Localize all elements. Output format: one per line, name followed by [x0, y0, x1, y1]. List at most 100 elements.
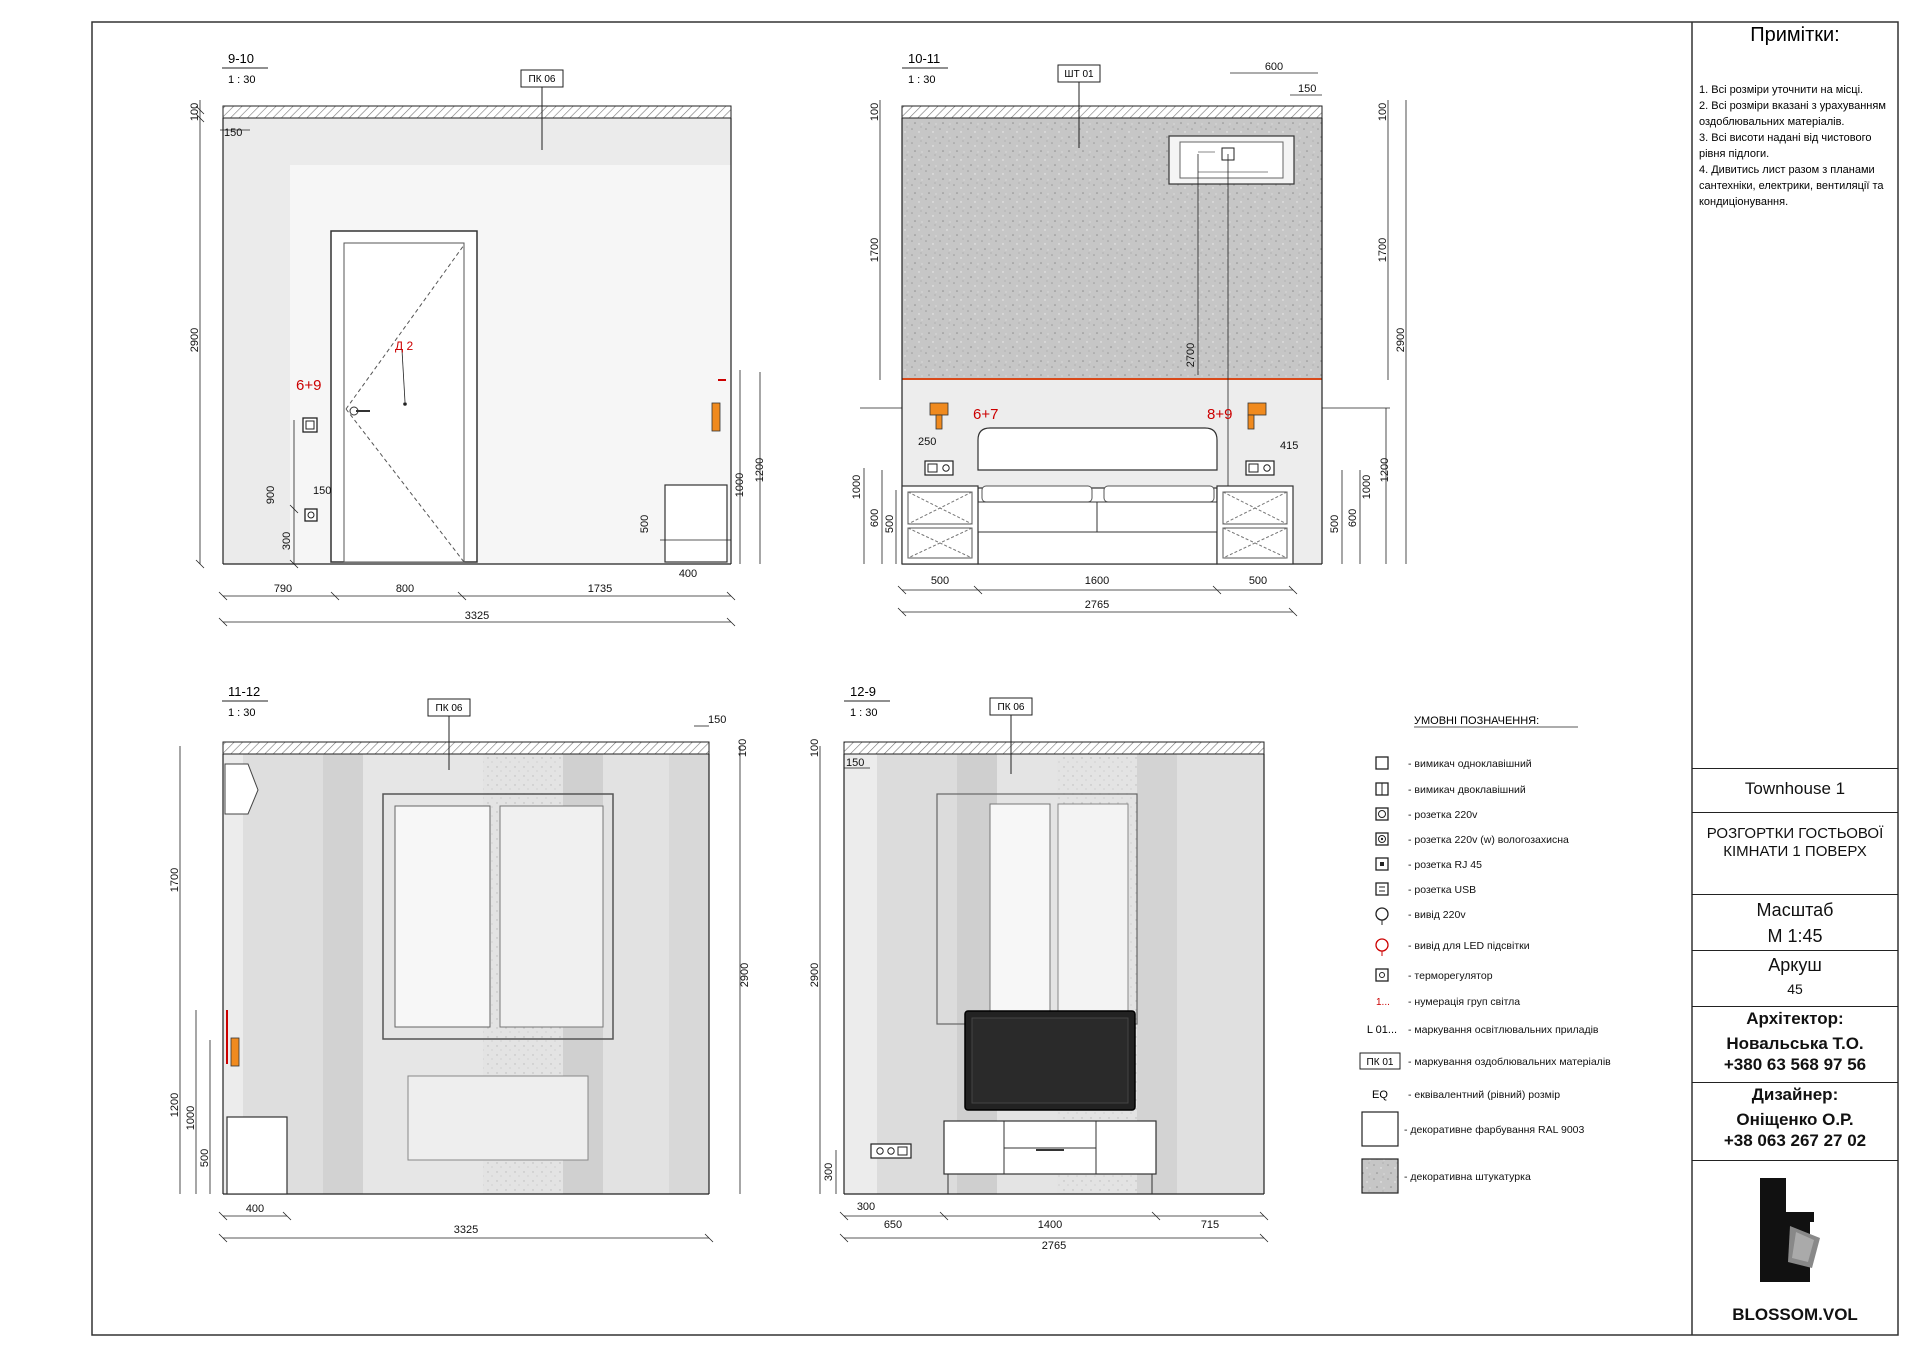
- svg-text:EQ: EQ: [1372, 1089, 1388, 1101]
- legend-title: УМОВНІ ПОЗНАЧЕННЯ:: [1414, 715, 1539, 727]
- legend-item: - терморегулятор: [1375, 968, 1493, 982]
- dimension-labels: 100 150 2900 300 300 650 1400 715 2765: [809, 739, 1219, 1252]
- curtain-panel: [323, 754, 363, 1194]
- thermostat-icon: [1375, 968, 1389, 982]
- svg-text:1700: 1700: [869, 238, 881, 262]
- svg-text:900: 900: [265, 486, 277, 504]
- elevation-scale: 1 : 30: [228, 74, 256, 86]
- svg-text:ПК 01: ПК 01: [1367, 1057, 1394, 1068]
- project-name-cell: Townhouse 1: [1692, 768, 1898, 812]
- scale-label: Масштаб: [1756, 900, 1834, 920]
- svg-text:600: 600: [1347, 509, 1359, 527]
- architect-label: Архітектор:: [1746, 1009, 1844, 1028]
- tv: [964, 1010, 1136, 1111]
- notes-title: Примітки:: [1750, 24, 1840, 46]
- socket-rj45-icon: [1375, 857, 1389, 871]
- dimension-lines: [179, 725, 741, 1243]
- nightstand-right: [1216, 485, 1294, 565]
- svg-text:100: 100: [1377, 103, 1389, 121]
- led-outlet-icon: [711, 402, 721, 432]
- legend-item: EQ - еквівалентний (рівний) розмір: [1372, 1089, 1560, 1101]
- legend-item: L 01...- маркування освітлювальних прила…: [1367, 1024, 1599, 1036]
- paint-swatch-icon: [1361, 1111, 1399, 1147]
- note-item: 2. Всі розміри вказані з урахуванням озд…: [1699, 100, 1886, 128]
- legend-item: - розетка USB: [1375, 882, 1476, 896]
- legend: УМОВНІ ПОЗНАЧЕННЯ: - вимикач одноклавішн…: [1359, 715, 1611, 1194]
- double-switch-icon: [924, 460, 954, 476]
- legend-item: - декоративне фарбування RAL 9003: [1361, 1111, 1585, 1147]
- single-switch-icon: [1375, 756, 1389, 770]
- svg-text:1000: 1000: [1361, 475, 1373, 499]
- svg-text:800: 800: [396, 583, 414, 595]
- bed: [977, 427, 1218, 565]
- svg-text:600: 600: [869, 509, 881, 527]
- note-item: 1. Всі розміри уточнити на місці.: [1699, 84, 1864, 96]
- socket-usb-icon: [1375, 882, 1389, 896]
- material-tag: ПК 06: [427, 698, 471, 770]
- door-tag: Д 2: [395, 339, 413, 353]
- architect-phone: +380 63 568 97 56: [1723, 1054, 1867, 1074]
- svg-text:3325: 3325: [454, 1224, 478, 1236]
- ceiling-slab: [843, 741, 1265, 755]
- brand-logo: [1760, 1178, 1820, 1282]
- legend-item: ПК 01 - маркування оздоблювальних матеріа…: [1359, 1052, 1611, 1070]
- svg-text:150: 150: [708, 714, 726, 726]
- svg-text:150: 150: [846, 757, 864, 769]
- svg-text:1200: 1200: [169, 1093, 181, 1117]
- elevation-10-11: 10-11 1 : 30 ШТ 01: [851, 51, 1407, 617]
- socket-waterproof-icon: [1375, 832, 1389, 846]
- legend-label: - маркування оздоблювальних матеріалів: [1408, 1056, 1611, 1068]
- outlet-220-icon: [1375, 907, 1389, 925]
- material-tag-icon: ПК 01: [1359, 1052, 1401, 1070]
- svg-text:ПК 06: ПК 06: [436, 703, 463, 714]
- socket-icon: [1245, 460, 1275, 476]
- svg-text:150: 150: [1298, 83, 1316, 95]
- elevation-scale: 1 : 30: [850, 707, 878, 719]
- elevation-id: 10-11: [908, 51, 940, 66]
- svg-text:ШТ 01: ШТ 01: [1064, 69, 1094, 80]
- material-tag: ШТ 01: [1057, 64, 1101, 148]
- legend-label: - нумерація груп світла: [1408, 996, 1520, 1008]
- architect-name: Новальська Т.О.: [1726, 1034, 1864, 1054]
- legend-label: - декоративне фарбування RAL 9003: [1404, 1124, 1585, 1136]
- elevation-11-12: 11-12 1 : 30 ПК 06: [169, 684, 751, 1243]
- svg-text:150: 150: [313, 485, 331, 497]
- designer-phone: +38 063 267 27 02: [1723, 1130, 1867, 1150]
- svg-text:2900: 2900: [1395, 328, 1407, 352]
- dimension-lines: [195, 100, 761, 627]
- note-item: 4. Дивитись лист разом з планами сантехн…: [1699, 164, 1884, 208]
- ceiling-slab: [222, 105, 732, 119]
- legend-label: - еквівалентний (рівний) розмір: [1408, 1089, 1560, 1101]
- ac-side-unit: [224, 763, 259, 815]
- material-tag: ПК 06: [520, 69, 564, 150]
- legend-label: - розетка 220v: [1408, 809, 1478, 821]
- nightstand: [664, 484, 728, 563]
- notes-list: 1. Всі розміри уточнити на місці. 2. Всі…: [1699, 82, 1893, 210]
- svg-text:100: 100: [869, 103, 881, 121]
- note-item: 3. Всі висоти надані від чистового рівня…: [1699, 132, 1872, 160]
- svg-text:600: 600: [1265, 61, 1283, 73]
- ac-unit: [1168, 135, 1295, 564]
- svg-text:150: 150: [224, 127, 242, 139]
- sheet-number: 45: [1787, 980, 1803, 997]
- svg-text:1000: 1000: [734, 473, 746, 497]
- legend-label: - розетка RJ 45: [1408, 859, 1482, 871]
- brand-name: BLOSSOM.VOL: [1732, 1304, 1858, 1324]
- legend-item: - декоративна штукатурка: [1361, 1158, 1531, 1194]
- tv-stand: [943, 1120, 1157, 1194]
- svg-text:1700: 1700: [169, 868, 181, 892]
- svg-text:300: 300: [857, 1201, 875, 1213]
- light-group-label: 8+9: [1207, 406, 1232, 423]
- nightstand: [226, 1116, 288, 1195]
- svg-text:100: 100: [809, 739, 821, 757]
- svg-text:2900: 2900: [809, 963, 821, 987]
- legend-item: - вимикач одноклавішний: [1375, 756, 1532, 770]
- designer-name: Оніщенко О.Р.: [1736, 1110, 1854, 1130]
- svg-text:1...: 1...: [1376, 997, 1390, 1008]
- legend-item: - вимикач двоклавішний: [1375, 782, 1526, 796]
- svg-text:500: 500: [199, 1149, 211, 1167]
- dimension-labels: 600 150 100 100 1700 1700 2700 2900 250 …: [851, 61, 1407, 611]
- svg-text:ПК 06: ПК 06: [529, 74, 556, 85]
- legend-item: - розетка RJ 45: [1375, 857, 1482, 871]
